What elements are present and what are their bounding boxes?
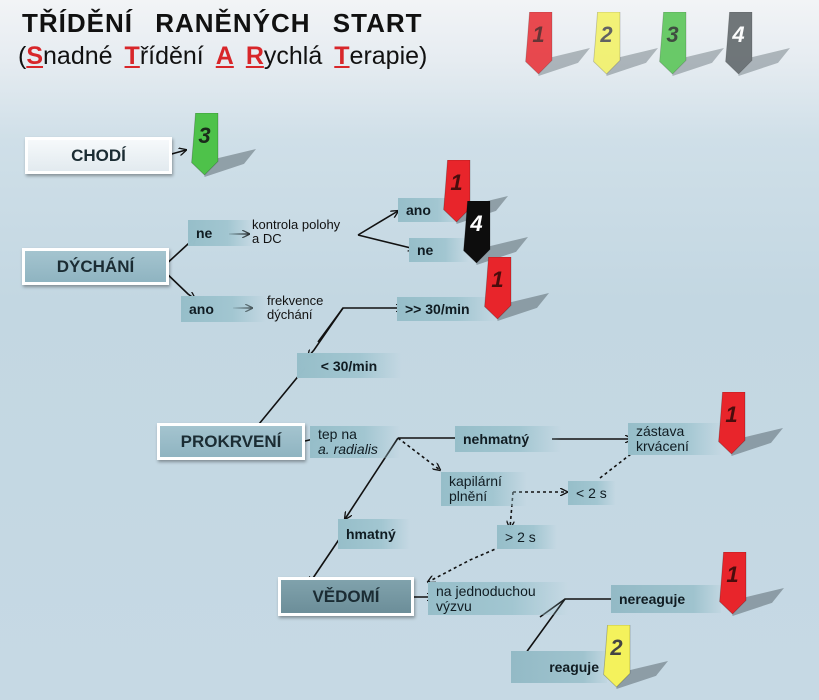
tep-line1: tep na	[318, 426, 357, 442]
flag-nereaguje: 1	[716, 551, 786, 623]
flag-label: 3	[666, 22, 678, 47]
flag-shape	[484, 256, 512, 320]
frekvence-line1: frekvence	[267, 293, 324, 308]
frekvence-line2: dýchání	[267, 307, 313, 322]
subtitle-t: T	[124, 42, 140, 70]
subtitle-t-rest: řídění	[139, 42, 204, 70]
kontrola-line1: kontrola polohy	[252, 217, 341, 232]
vyzva-line2: výzvu	[436, 597, 472, 614]
flag-shape	[593, 11, 621, 75]
arrow-kontrola-ano	[357, 211, 398, 236]
node-chodi: CHODÍ	[25, 137, 172, 174]
flag-chodi: 3	[188, 112, 258, 184]
tag-reaguje: reaguje	[511, 651, 607, 683]
subtitle-s-rest: nadné	[43, 42, 113, 70]
flag-shape	[191, 112, 219, 176]
subtitle-r-rest: ychlá	[263, 42, 323, 70]
flag-shadow	[616, 660, 668, 689]
tag-nereaguje: nereaguje	[611, 585, 721, 613]
tag-under30: < 30/min	[297, 353, 401, 378]
arrow-hmatny-vedomi	[309, 537, 341, 584]
zastava-line1: zástava	[636, 423, 685, 439]
kapilarni-line1: kapilární	[449, 473, 502, 489]
tag-over2s: > 2 s	[497, 525, 557, 549]
subtitle-r: R	[245, 42, 264, 70]
node-dychani: DÝCHÁNÍ	[22, 248, 169, 285]
tag-hmatny: hmatný	[338, 519, 410, 549]
flag-label: 1	[725, 402, 737, 427]
flag-label: 1	[726, 562, 738, 587]
dashed-tep-kapilarni	[397, 437, 440, 470]
legend-flag-4: 4	[722, 11, 792, 83]
subtitle-t2-rest: erapie)	[349, 42, 428, 70]
tag-ne: ne	[188, 220, 254, 246]
arrow-kontrola-ne	[357, 234, 415, 249]
page-title: TŘÍDĚNÍ RANĚNÝCH START	[22, 8, 423, 38]
flag-shape	[659, 11, 687, 75]
flag-shadow	[732, 587, 784, 616]
tag-over30: >> 30/min	[397, 297, 497, 321]
subtitle-t2: T	[334, 42, 350, 70]
tep-line2: a. radialis	[318, 441, 378, 457]
legend-flag-1: 1	[522, 11, 592, 83]
flag-label: 3	[198, 123, 210, 148]
flag-reaguje: 2	[600, 624, 670, 696]
flag-shape	[603, 624, 631, 688]
flag-shadow	[204, 148, 256, 177]
flag-shape	[725, 11, 753, 75]
flag-label: 2	[609, 635, 623, 660]
flag-shadow	[731, 427, 783, 456]
flag-shadow	[606, 47, 658, 76]
flag-shape	[719, 551, 747, 615]
flag-shape	[718, 391, 746, 455]
flag-label: 1	[491, 267, 503, 292]
kontrola-line2: a DC	[252, 231, 282, 246]
flag-label: 4	[731, 22, 744, 47]
flag-shape	[443, 159, 471, 223]
tag-ne-bottom: ne	[409, 238, 469, 262]
kapilarni-line2: plnění	[449, 488, 488, 504]
flag-label: 4	[469, 211, 482, 236]
dashed-over2s-vedomi	[428, 546, 501, 582]
flag-shadow	[738, 47, 790, 76]
tag-under2s: < 2 s	[568, 481, 616, 505]
flag-label: 1	[532, 22, 544, 47]
flag-label: 1	[450, 170, 462, 195]
flag-shadow	[672, 47, 724, 76]
subtitle-s: S	[26, 42, 44, 70]
flag-shape	[463, 200, 491, 264]
vyzva-line1: na jednoduchou	[436, 582, 536, 599]
flag-shadow	[538, 47, 590, 76]
zastava-line2: krvácení	[636, 438, 689, 454]
subtitle-a: A	[215, 42, 234, 70]
flag-label: 2	[599, 22, 613, 47]
flag-shadow	[497, 292, 549, 321]
node-vedomi: VĚDOMÍ	[278, 577, 414, 616]
flag-over30: 1	[481, 256, 551, 328]
subtitle-open: (	[18, 42, 27, 70]
tag-ano: ano	[181, 296, 266, 322]
legend-flag-2: 2	[590, 11, 660, 83]
node-prokrveni: PROKRVENÍ	[157, 423, 305, 460]
flag-zastava: 1	[715, 391, 785, 463]
flag-shape	[525, 11, 553, 75]
tag-nehmatny: nehmatný	[455, 426, 561, 452]
legend-flag-3: 3	[656, 11, 726, 83]
